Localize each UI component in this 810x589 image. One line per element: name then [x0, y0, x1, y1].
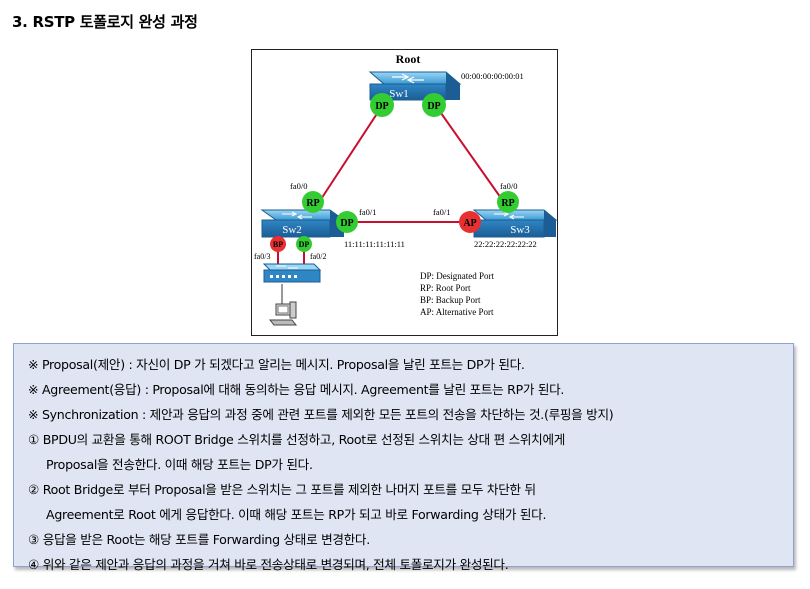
- root-label: Root: [396, 52, 421, 66]
- sw3-ap-marker: [459, 211, 481, 233]
- sw3-rp-marker: [497, 191, 519, 213]
- link-sw1-sw3: [435, 105, 509, 209]
- step-1-line-1: ① BPDU의 교환을 통해 ROOT Bridge 스위치를 선정하고, Ro…: [28, 432, 566, 447]
- sw3-fa01-label: fa0/1: [433, 207, 450, 217]
- step-3: ③ 응답을 받은 Root는 해당 포트를 Forwarding 상태로 변경한…: [28, 532, 370, 547]
- sw3-fa00-label: fa0/0: [500, 181, 517, 191]
- sw2-fa00-label: fa0/0: [290, 181, 307, 191]
- sw2-mac: 11:11:11:11:11:11: [344, 239, 405, 249]
- sw3-ap-text: AP: [463, 218, 476, 229]
- sw1-dp-left-marker: [370, 93, 394, 117]
- step-4: ④ 위와 같은 제안과 응답의 과정을 거쳐 바로 전송상태로 변경되며, 전체…: [28, 557, 509, 572]
- sw2-rp-text: RP: [306, 198, 319, 209]
- sw2-label: Sw2: [282, 224, 302, 236]
- topology-svg: Root Sw1 00:00:00:00:00:01 DP DP Sw2 11:…: [254, 52, 557, 326]
- step-2-line-1: ② Root Bridge로 부터 Proposal을 받은 스위치는 그 포트…: [28, 482, 536, 497]
- pc-icon: [268, 301, 298, 326]
- sw1-dp-right-marker: [422, 93, 446, 117]
- sw2-bp-text: BP: [273, 240, 283, 249]
- sw3-rp-text: RP: [501, 198, 514, 209]
- synchronization-definition: ※ Synchronization : 제안과 응답의 과정 중에 관련 포트를…: [28, 407, 614, 422]
- step-1-line-2: Proposal을 전송한다. 이때 해당 포트는 DP가 된다.: [46, 457, 313, 472]
- sw2-dp2-marker: [296, 236, 312, 252]
- switch-sw3: [472, 209, 557, 238]
- sw2-dp2-text: DP: [299, 240, 310, 249]
- legend-dp: DP: Designated Port: [420, 271, 494, 281]
- sw3-mac: 22:22:22:22:22:22: [474, 239, 537, 249]
- rstp-topology-diagram: Root Sw1 00:00:00:00:00:01 DP DP Sw2 11:…: [251, 49, 558, 336]
- explanation-box: ※ Proposal(제안) : 자신이 DP 가 되겠다고 알리는 메시지. …: [13, 343, 794, 572]
- step-2-line-2: Agreement로 Root 에게 응답한다. 이때 해당 포트는 RP가 되…: [46, 507, 547, 522]
- agreement-definition: ※ Agreement(응답) : Proposal에 대해 동의하는 응답 메…: [28, 382, 565, 397]
- sw2-rp-marker: [302, 191, 324, 213]
- sw2-dp-marker: [336, 211, 358, 233]
- sw3-label: Sw3: [510, 224, 530, 236]
- sw2-fa02-label: fa0/2: [310, 252, 326, 261]
- sw2-fa01-label: fa0/1: [359, 207, 376, 217]
- legend-rp: RP: Root Port: [420, 283, 471, 293]
- switch-sw2: [260, 209, 346, 238]
- sw1-label: Sw1: [389, 88, 409, 100]
- sw2-fa03-label: fa0/3: [254, 252, 270, 261]
- page-title: 3. RSTP 토폴로지 완성 과정: [12, 13, 198, 31]
- sw2-bp-marker: [270, 236, 286, 252]
- sw1-dp-left-text: DP: [375, 101, 388, 112]
- sw1-mac: 00:00:00:00:00:01: [461, 71, 524, 81]
- hub-icon: [262, 263, 322, 283]
- legend-ap: AP: Alternative Port: [420, 307, 494, 317]
- sw2-dp-text: DP: [340, 218, 353, 229]
- sw1-dp-right-text: DP: [427, 101, 440, 112]
- proposal-definition: ※ Proposal(제안) : 자신이 DP 가 되겠다고 알리는 메시지. …: [28, 357, 525, 372]
- legend-bp: BP: Backup Port: [420, 295, 481, 305]
